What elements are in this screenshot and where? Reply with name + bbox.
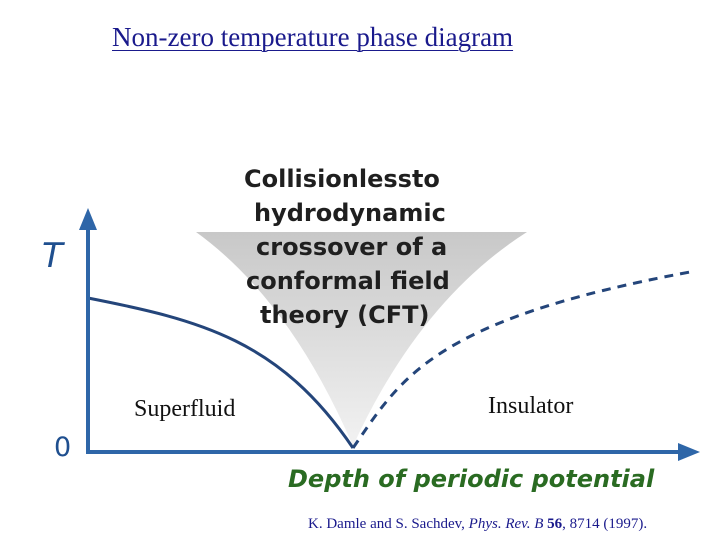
citation-authors: K. Damle and S. Sachdev,: [308, 516, 465, 532]
x-axis-arrow: [678, 443, 700, 461]
superfluid-boundary-curve: [87, 296, 355, 449]
citation-journal: Phys. Rev. B: [468, 516, 544, 532]
superfluid-label: Superfluid: [134, 396, 236, 422]
insulator-label: Insulator: [488, 393, 574, 419]
critical-label-line: theory (CFT): [260, 301, 430, 329]
x-axis-label: Depth of periodic potential: [288, 465, 655, 493]
page-title: Non-zero temperature phase diagram: [112, 22, 514, 52]
citation: K. Damle and S. Sachdev, Phys. Rev. B 56…: [308, 516, 647, 533]
critical-label-line: crossover of a: [256, 233, 448, 261]
y-axis-label: T: [42, 236, 63, 276]
insulator-crossover-curve: [351, 270, 691, 449]
critical-label-line: Collisionlessto: [244, 165, 440, 193]
y-axis-arrow: [79, 208, 97, 230]
citation-pages-year: , 8714 (1997).: [562, 516, 648, 532]
critical-label-line: conformal field: [246, 267, 450, 295]
critical-region-label: Collisionlessto hydrodynamic crossover o…: [222, 162, 502, 332]
critical-label-line: hydrodynamic: [254, 199, 446, 227]
origin-label: 0: [54, 432, 72, 463]
citation-volume: 56: [547, 516, 563, 532]
critical-region-fan: [196, 232, 527, 446]
